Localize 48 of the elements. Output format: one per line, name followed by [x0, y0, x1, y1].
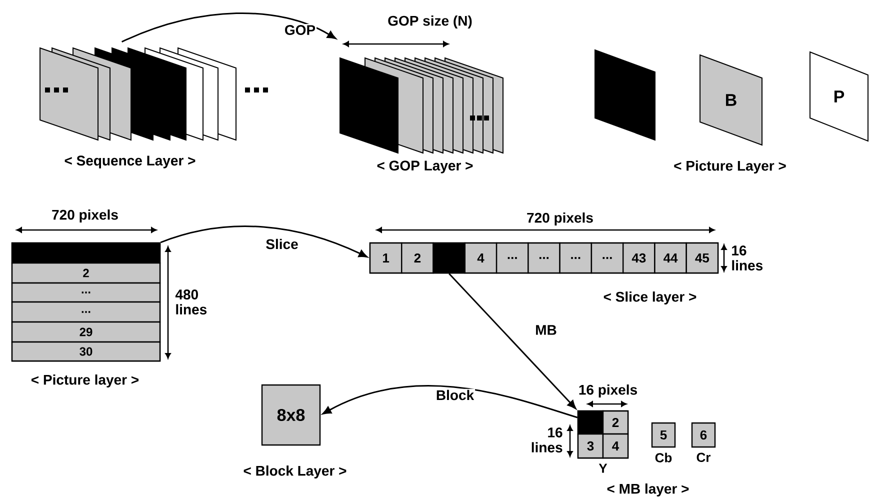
text-label: 720 pixels: [527, 212, 593, 226]
slice-stripe: 30: [11, 341, 161, 362]
component-label: Y: [598, 464, 608, 473]
block-cell: 3: [577, 433, 604, 459]
text-label: 720 pixels: [52, 209, 118, 223]
block-cell: [577, 410, 604, 435]
slice-stripe: ...: [11, 282, 161, 303]
block-cell: 4: [602, 433, 629, 459]
macroblock-cell: 43: [622, 242, 656, 274]
arrow: [322, 385, 578, 418]
block-square: 8x8: [261, 384, 321, 446]
slice-stripe: ...: [11, 301, 161, 323]
text-label: GOP size (N): [388, 15, 472, 29]
text-label: < Sequence Layer >: [64, 156, 196, 168]
edge-label: GOP: [283, 24, 317, 36]
text-label: 480 lines: [175, 290, 207, 314]
arrow: [122, 12, 336, 42]
edge-label: Slice: [264, 238, 300, 250]
macroblock-cell: 44: [654, 242, 687, 274]
arrow: [160, 226, 368, 258]
macroblock-cell: ...: [528, 242, 560, 274]
arrow: [448, 273, 576, 410]
macroblock-cell: 1: [369, 242, 402, 274]
text-label: 16 lines: [732, 246, 763, 270]
macroblock-cell: ...: [590, 242, 624, 274]
edge-label: Block: [434, 388, 476, 402]
macroblock-cell: ...: [496, 242, 529, 274]
text-label: < Picture layer >: [32, 374, 139, 388]
text-label: < MB layer >: [607, 483, 689, 496]
slice-stripe: 29: [11, 321, 161, 343]
text-label: 16 pixels: [579, 384, 637, 398]
edge-label: MB: [534, 324, 558, 336]
text-label: < Slice layer >: [604, 291, 696, 305]
block-cell: 2: [602, 410, 629, 435]
macroblock-cell: 2: [401, 242, 434, 274]
slice-stripe: [11, 242, 161, 264]
text-label: < Picture Layer >: [674, 160, 786, 174]
component-label: Cr: [696, 452, 711, 462]
macroblock-cell: [432, 242, 466, 274]
macroblock-cell: ...: [559, 242, 592, 274]
chroma-block: 6: [691, 422, 716, 448]
slice-stripe: 2: [11, 262, 161, 284]
text-label: 16 lines: [532, 428, 562, 452]
macroblock-cell: 4: [464, 242, 498, 274]
macroblock-cell: 45: [686, 242, 719, 274]
chroma-block: 5: [651, 422, 676, 448]
component-label: Cb: [655, 452, 672, 462]
text-label: < Block Layer >: [244, 465, 346, 478]
